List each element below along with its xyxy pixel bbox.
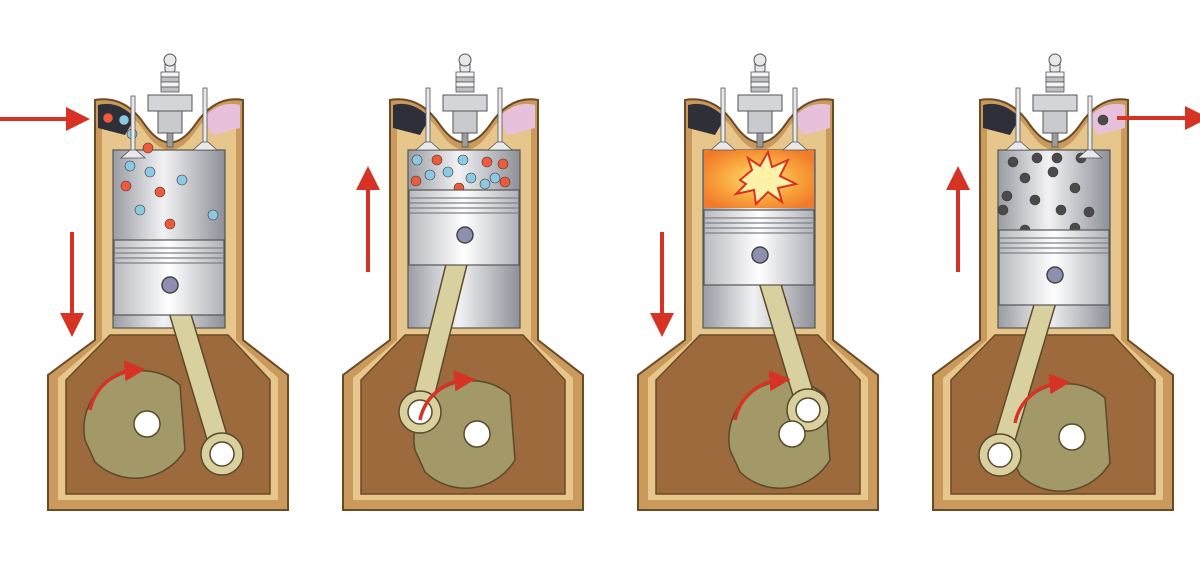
exhaust-particle — [1097, 114, 1109, 126]
fuel-particle — [442, 166, 454, 178]
intake-port — [983, 103, 1020, 135]
fuel-particle — [465, 172, 477, 184]
fuel-particle — [479, 178, 491, 190]
intake-valve — [709, 87, 737, 151]
crank-pin-hole — [209, 441, 235, 467]
rotation-arrow — [88, 360, 146, 411]
exhaust-particle — [1031, 152, 1043, 164]
fuel-particle — [499, 176, 511, 188]
wrist-pin — [1046, 266, 1064, 284]
exhaust-particle — [1051, 152, 1063, 164]
fuel-particle — [134, 204, 146, 216]
exhaust-particle — [1007, 156, 1019, 168]
exhaust-particle — [1047, 166, 1059, 178]
fuel-particle — [431, 154, 443, 166]
fuel-particle — [207, 209, 219, 221]
intake-port — [688, 103, 725, 135]
exhaust-particle — [1055, 204, 1067, 216]
stage-compression — [342, 53, 584, 511]
main-journal — [463, 420, 491, 448]
exhaust-valve — [1076, 95, 1104, 159]
wrist-pin — [751, 246, 769, 264]
spark-plug-icon — [1032, 53, 1078, 148]
combustion-chamber — [704, 149, 814, 208]
fuel-particle — [118, 114, 130, 126]
combustion-chamber — [410, 154, 511, 194]
wrist-pin — [456, 226, 474, 244]
intake-valve — [414, 87, 442, 151]
combustion-chamber — [997, 114, 1109, 236]
crank-pin-hole — [795, 397, 821, 423]
fuel-particle — [481, 156, 493, 168]
intake-valve — [119, 95, 147, 159]
exhaust-particle — [1001, 190, 1013, 202]
main-journal — [778, 420, 806, 448]
stage-power — [637, 53, 879, 511]
exhaust-particle — [1083, 206, 1095, 218]
fuel-particle — [164, 218, 176, 230]
fuel-particle — [120, 180, 132, 192]
stage-exhaust — [932, 53, 1200, 511]
exhaust-port — [203, 103, 240, 135]
intake-port — [393, 103, 430, 135]
exhaust-particle — [1019, 172, 1031, 184]
exhaust-valve — [486, 87, 514, 151]
fuel-particle — [144, 166, 156, 178]
fuel-particle — [411, 154, 423, 166]
fuel-particle — [124, 160, 136, 172]
fuel-particle — [410, 175, 422, 187]
intake-port — [98, 103, 135, 135]
main-journal — [1058, 423, 1086, 451]
explosion-icon — [732, 149, 799, 207]
exhaust-particle — [997, 204, 1009, 216]
fuel-particle — [176, 174, 188, 186]
fuel-particle — [497, 158, 509, 170]
exhaust-particle — [1069, 182, 1081, 194]
spark-plug-icon — [737, 53, 783, 148]
rotation-arrow — [1013, 373, 1071, 424]
exhaust-valve — [781, 87, 809, 151]
fuel-particle — [102, 112, 114, 124]
exhaust-port — [498, 103, 535, 135]
exhaust-port — [793, 103, 830, 135]
crank-pin-hole — [987, 442, 1013, 468]
exhaust-valve — [191, 87, 219, 151]
rotation-arrow — [418, 370, 476, 421]
spark-plug-icon — [442, 53, 488, 148]
rotation-arrow — [733, 370, 791, 421]
main-journal — [133, 410, 161, 438]
fuel-particle — [154, 186, 166, 198]
wrist-pin — [161, 276, 179, 294]
spark-plug-icon — [147, 53, 193, 148]
combustion-chamber — [102, 112, 219, 230]
intake-valve — [1004, 87, 1032, 151]
fuel-particle — [489, 172, 501, 184]
fuel-particle — [424, 169, 436, 181]
stage-intake — [0, 53, 289, 511]
fuel-particle — [457, 154, 469, 166]
fuel-particle — [142, 142, 154, 154]
exhaust-particle — [1029, 194, 1041, 206]
